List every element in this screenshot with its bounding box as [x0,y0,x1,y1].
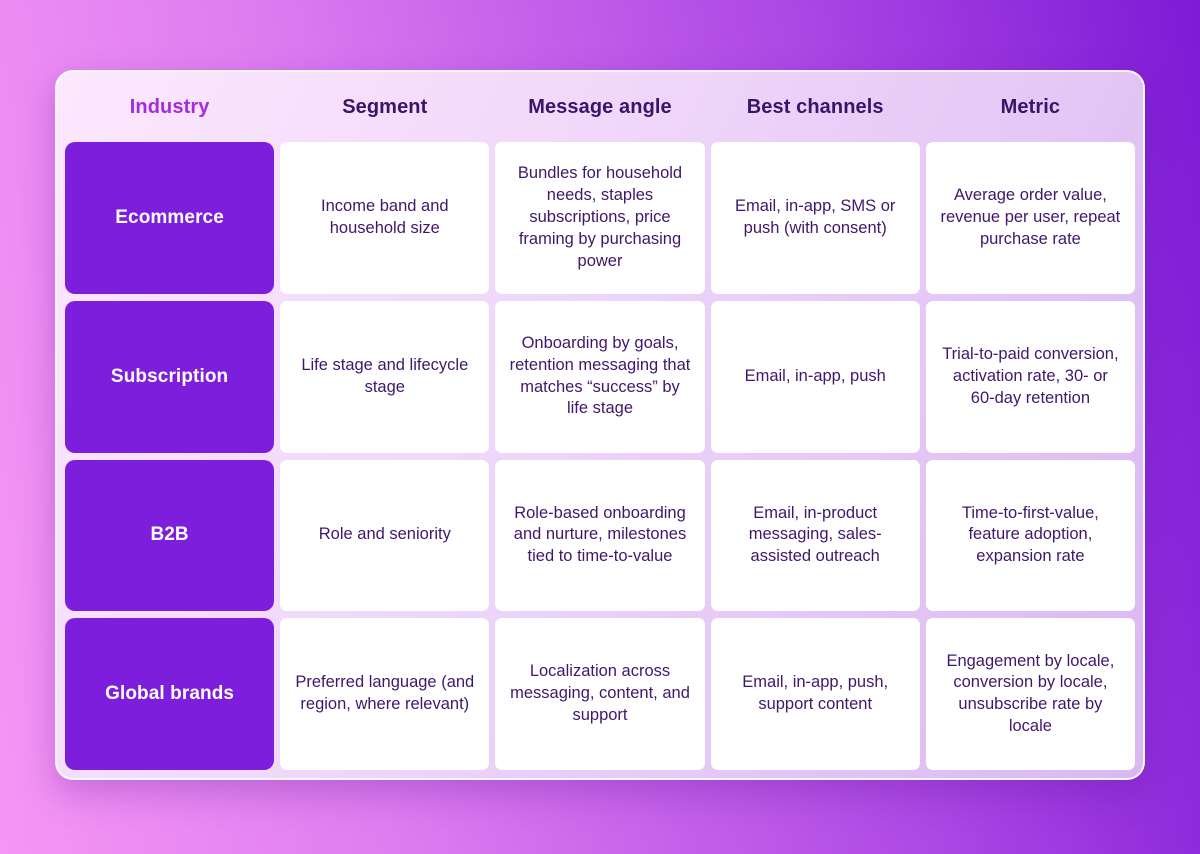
table-body: Ecommerce Income band and household size… [57,142,1143,778]
row-header-global-brands: Global brands [65,618,275,770]
cell-subscription-metric: Trial-to-paid conversion, activation rat… [925,300,1135,453]
cell-subscription-segment: Life stage and lifecycle stage [280,300,490,453]
column-header-message-angle: Message angle [528,95,672,118]
cell-global-brands-message-angle: Localization across messaging, content, … [495,618,705,770]
cell-subscription-best-channels: Email, in-app, push [710,300,920,453]
cell-global-brands-best-channels: Email, in-app, push, support content [710,618,920,770]
cell-global-brands-segment: Preferred language (and region, where re… [280,618,490,770]
column-header-segment: Segment [342,95,428,118]
row-header-b2b: B2B [65,459,275,612]
cell-b2b-metric: Time-to-first-value, feature adoption, e… [925,459,1135,612]
cell-global-brands-metric: Engagement by locale, conversion by loca… [925,618,1135,770]
cell-b2b-message-angle: Role-based onboarding and nurture, miles… [495,459,705,612]
cell-ecommerce-metric: Average order value, revenue per user, r… [925,142,1135,294]
row-header-subscription: Subscription [65,300,275,453]
comparison-table-card: Industry Segment Message angle Best chan… [55,70,1145,780]
table-header-row: Industry Segment Message angle Best chan… [57,72,1143,142]
cell-b2b-segment: Role and seniority [280,459,490,612]
row-header-ecommerce: Ecommerce [65,142,275,294]
cell-b2b-best-channels: Email, in-product messaging, sales-assis… [710,459,920,612]
cell-ecommerce-best-channels: Email, in-app, SMS or push (with consent… [710,142,920,294]
column-header-metric: Metric [1000,95,1061,118]
cell-ecommerce-segment: Income band and household size [280,142,490,294]
cell-subscription-message-angle: Onboarding by goals, retention messaging… [495,300,705,453]
column-header-industry: Industry [129,95,210,118]
column-header-best-channels: Best channels [746,95,884,118]
cell-ecommerce-message-angle: Bundles for household needs, staples sub… [495,142,705,294]
